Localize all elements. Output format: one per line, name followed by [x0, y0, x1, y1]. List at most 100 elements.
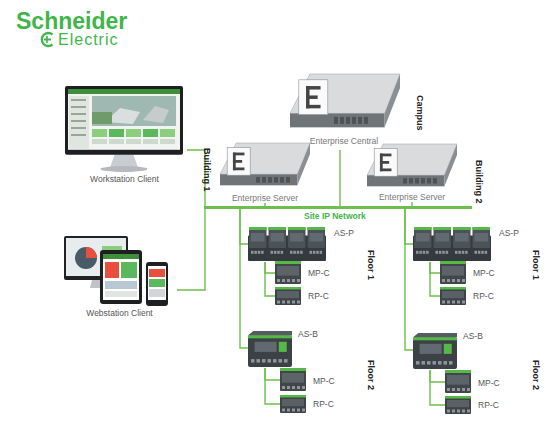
- monitor-screen: [68, 89, 180, 150]
- server-device: Enterprise Server: [216, 143, 314, 203]
- brand-name: Schneider: [16, 10, 127, 33]
- monitor-bezel: [65, 86, 183, 155]
- terminal: [442, 301, 445, 304]
- asb-graphic: [248, 331, 292, 367]
- screen-panel: [69, 96, 89, 149]
- phone-screen: [148, 266, 166, 300]
- mpc-graphic: [440, 261, 466, 284]
- screen-tile: [105, 262, 119, 278]
- network-link: [265, 262, 275, 296]
- terminal: [467, 388, 470, 391]
- network-link: [240, 209, 248, 348]
- network-link: [430, 262, 440, 273]
- rpc-graphic: [440, 287, 466, 305]
- device-label: Enterprise Server: [216, 194, 314, 204]
- terminal: [277, 279, 280, 282]
- server-front: [367, 175, 444, 186]
- controller-display: [420, 344, 442, 354]
- terminal: [485, 251, 488, 254]
- mpc-graphic: [280, 368, 306, 391]
- terminal: [416, 251, 419, 254]
- server-slot: [256, 177, 260, 183]
- module-face: [310, 233, 324, 242]
- mpc-device: MP-C: [440, 261, 502, 285]
- terminal: [287, 386, 290, 389]
- badge-mark: [306, 105, 321, 108]
- server-side: [444, 144, 457, 186]
- devices-graphic: [64, 228, 172, 306]
- module-stripe: [248, 335, 292, 338]
- controller-top: [248, 331, 292, 335]
- controller-display: [255, 342, 277, 352]
- terminal: [426, 251, 429, 254]
- network-link: [430, 262, 440, 296]
- terminal: [433, 361, 437, 365]
- terminal: [481, 251, 484, 254]
- terminal: [302, 409, 305, 412]
- terminal: [447, 410, 450, 413]
- terminal: [293, 251, 296, 254]
- terminal: [447, 279, 450, 282]
- screen-tile: [121, 262, 137, 278]
- module-face: [282, 399, 304, 406]
- device-label: MP-C: [478, 379, 507, 389]
- controller-body: [248, 335, 292, 367]
- module-face: [436, 233, 450, 242]
- module-stripe: [280, 395, 306, 398]
- terminal: [438, 361, 442, 365]
- network-link: [265, 368, 280, 380]
- device-label: RP-C: [313, 400, 342, 410]
- badge-mark: [306, 95, 318, 98]
- module-face: [475, 233, 489, 242]
- server-front: [290, 113, 385, 127]
- module-face: [277, 266, 299, 276]
- level-label: Floor 2: [366, 360, 375, 390]
- asp-device: AS-P: [413, 226, 523, 262]
- server-slot: [280, 177, 284, 183]
- screen-building: [143, 106, 169, 123]
- network-link: [265, 262, 275, 273]
- server-side: [385, 74, 400, 127]
- terminal: [457, 388, 460, 391]
- module-stripe: [414, 227, 432, 230]
- terminal: [320, 251, 323, 254]
- mpc-graphic: [275, 261, 301, 284]
- module-face: [290, 233, 304, 242]
- terminal: [292, 409, 295, 412]
- rpc-device: RP-C: [445, 395, 507, 415]
- terminal: [436, 251, 439, 254]
- level-label: Floor 1: [366, 250, 375, 280]
- terminal: [287, 409, 290, 412]
- terminal: [457, 279, 460, 282]
- module-face: [416, 233, 430, 242]
- monitor-base: [100, 166, 147, 172]
- controller-module: [414, 227, 432, 248]
- server-slot: [358, 117, 362, 124]
- screen-tile: [126, 139, 141, 144]
- terminal: [251, 251, 254, 254]
- terminal: [297, 386, 300, 389]
- module-face: [455, 233, 469, 242]
- network-name: Site IP Network: [304, 212, 424, 222]
- rpc-graphic: [445, 396, 471, 414]
- logo-bar: [46, 36, 48, 43]
- server-graphic: [367, 144, 457, 190]
- terminal: [419, 251, 422, 254]
- controller-body: [280, 395, 306, 413]
- screen-line: [71, 113, 86, 115]
- rpc-device: RP-C: [440, 286, 502, 306]
- module-stripe: [453, 227, 471, 230]
- asp-graphic: [248, 227, 326, 261]
- terminal: [281, 251, 284, 254]
- rpc-graphic: [275, 287, 301, 305]
- terminal: [316, 251, 319, 254]
- screen-view: [92, 96, 176, 126]
- device-label: RP-C: [308, 292, 337, 302]
- module-stripe: [440, 261, 466, 264]
- level-label: Campus: [415, 95, 424, 131]
- server-badge: [299, 80, 328, 115]
- controller-body: [275, 261, 301, 284]
- screen-tile: [92, 129, 107, 137]
- controller-body: [280, 368, 306, 391]
